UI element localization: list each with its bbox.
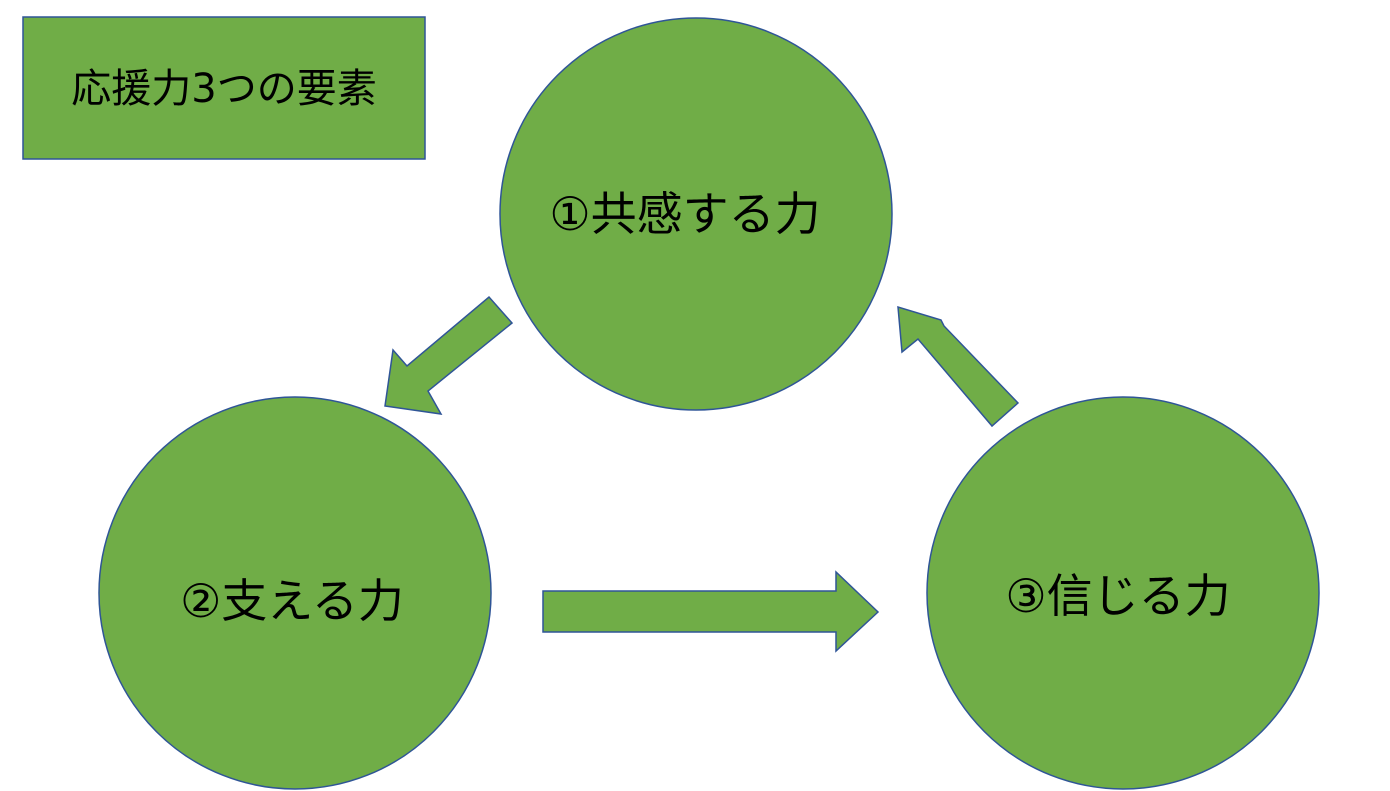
arrow-1-to-2: [384, 295, 514, 415]
node-1-circle: [499, 17, 893, 411]
node-1: ①共感する力: [499, 17, 893, 411]
title-text: 応援力3つの要素: [71, 66, 376, 112]
node-2: ②支える力: [98, 396, 492, 790]
node-3-circle: [926, 396, 1320, 790]
node-1-label: ①共感する力: [549, 187, 820, 241]
node-2-label: ②支える力: [180, 574, 404, 628]
arrow-2-to-3: [542, 570, 880, 653]
node-3-label: ③信じる力: [1005, 569, 1230, 623]
arrow-3-to-1: [897, 305, 1020, 428]
node-3: ③信じる力: [926, 396, 1320, 790]
node-2-circle: [98, 396, 492, 790]
title-box-rect: [22, 16, 426, 160]
title-box: 応援力3つの要素: [22, 16, 426, 160]
